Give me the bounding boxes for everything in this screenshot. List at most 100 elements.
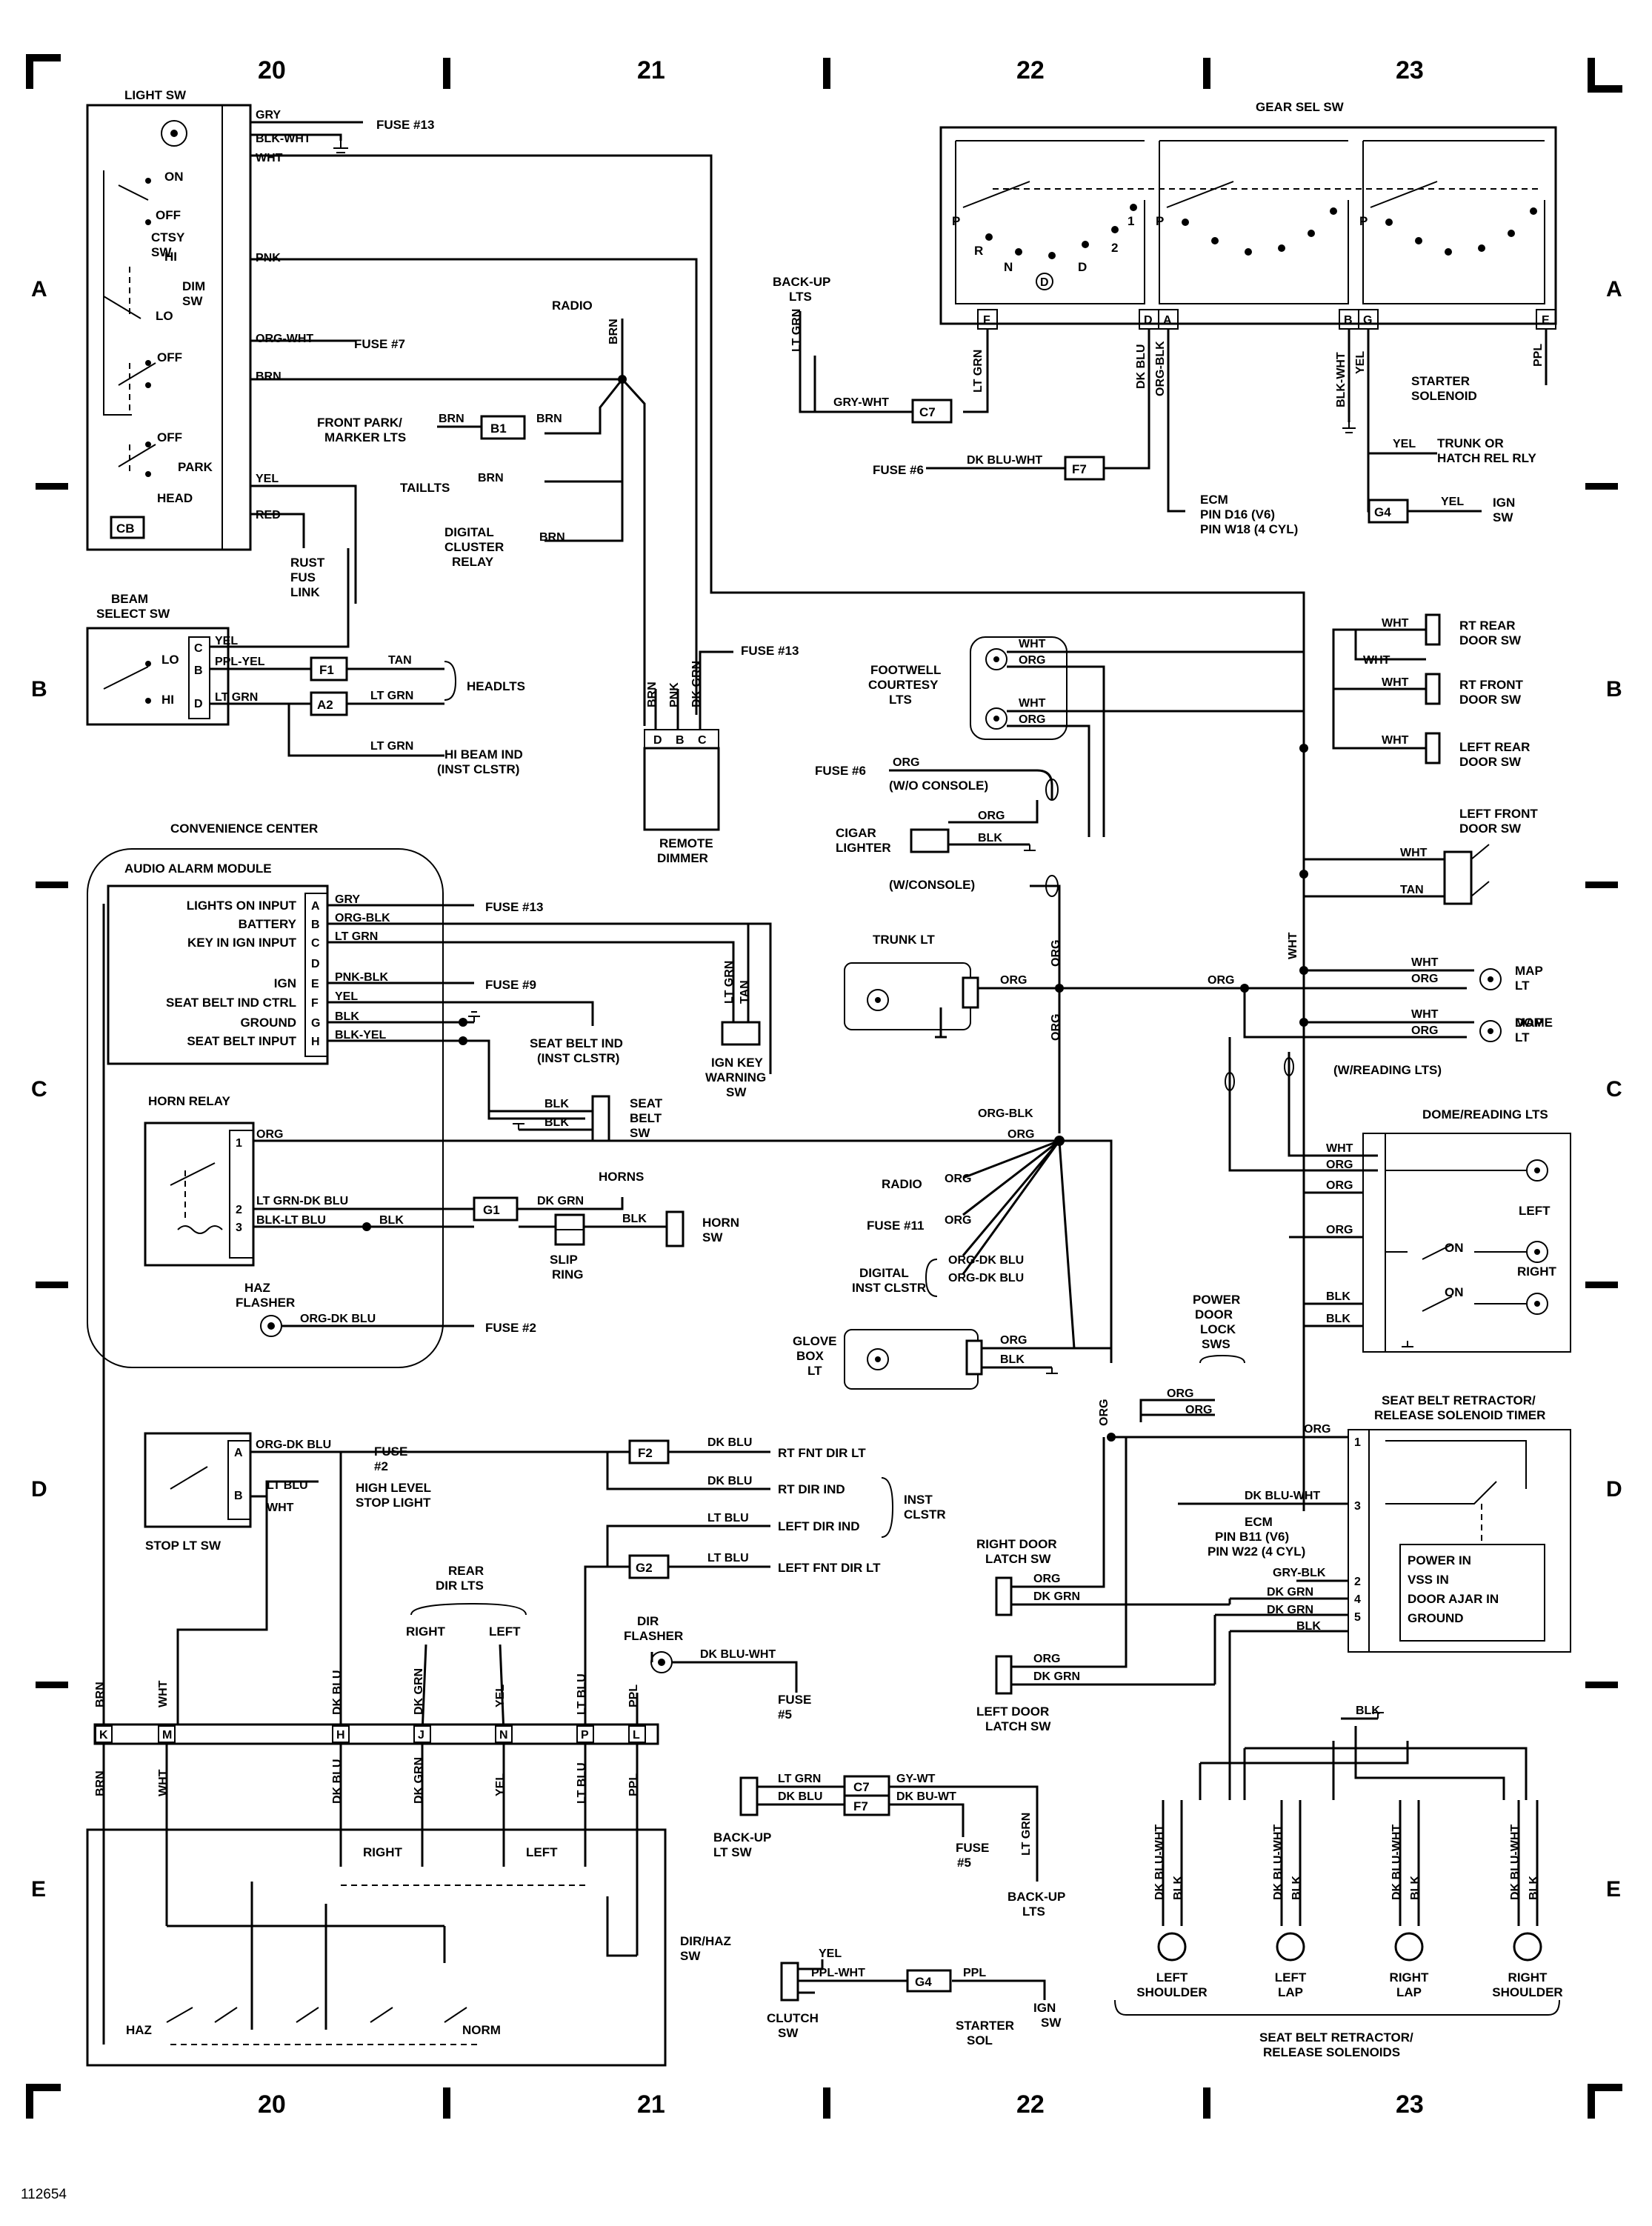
svg-text:FUSE #9: FUSE #9	[485, 978, 536, 992]
solenoid-label: SHOULDER	[1136, 1985, 1207, 1999]
svg-text:P: P	[952, 214, 960, 228]
svg-text:INST: INST	[904, 1493, 933, 1507]
svg-text:B: B	[1606, 677, 1622, 702]
svg-text:ORG: ORG	[1033, 1653, 1060, 1665]
dir-haz-pin: K	[99, 1729, 108, 1742]
svg-text:BEAM: BEAM	[111, 592, 148, 606]
svg-text:PNK: PNK	[256, 252, 281, 264]
svg-text:ORG-WHT: ORG-WHT	[256, 333, 313, 345]
svg-text:DK GRN: DK GRN	[413, 1668, 425, 1715]
svg-text:DOME: DOME	[1515, 1016, 1553, 1030]
solenoid-wire: DK BLU-WHT	[1509, 1825, 1522, 1900]
alarm-pin-id: G	[311, 1017, 320, 1030]
svg-text:ORG: ORG	[1019, 713, 1045, 726]
svg-text:ORG: ORG	[1208, 974, 1234, 987]
svg-text:2: 2	[236, 1204, 242, 1216]
svg-text:BLK-WHT: BLK-WHT	[256, 133, 311, 145]
svg-text:P: P	[1359, 214, 1368, 228]
dir-haz-pin-box	[95, 1725, 113, 1743]
grid-col-22: 22	[1016, 56, 1045, 84]
svg-text:DK BLU-WHT: DK BLU-WHT	[1245, 1490, 1320, 1502]
svg-text:CIGAR: CIGAR	[836, 826, 876, 840]
svg-text:SOLENOID: SOLENOID	[1411, 389, 1477, 403]
svg-text:RUST: RUST	[290, 556, 325, 570]
svg-text:HORN RELAY: HORN RELAY	[148, 1094, 230, 1108]
svg-text:D: D	[1040, 276, 1049, 289]
svg-text:E: E	[1542, 314, 1550, 327]
svg-text:WHT: WHT	[157, 1680, 170, 1707]
svg-text:FLASHER: FLASHER	[236, 1296, 295, 1310]
light-switch-wires: GRY BLK-WHT WHT PNK ORG-WHT BRN YEL RED …	[250, 109, 1305, 1511]
svg-text:LINK: LINK	[290, 585, 320, 599]
svg-text:ORG-DK BLU: ORG-DK BLU	[300, 1313, 376, 1325]
svg-text:PPL-WHT: PPL-WHT	[811, 1967, 865, 1979]
map-dome-lts: WHT ORG WHT ORG MAP LT MAP DOME LT (W/RE…	[1225, 956, 1553, 1172]
svg-text:LATCH SW: LATCH SW	[985, 1552, 1051, 1566]
stop-lt-switch: A B ORG-DK BLU LT BLU WHT FUSE #2 HIGH L…	[144, 1432, 431, 1733]
svg-text:BLK: BLK	[544, 1098, 569, 1110]
svg-text:BRN: BRN	[439, 413, 464, 425]
svg-text:DK BLU: DK BLU	[1135, 344, 1148, 389]
svg-text:P: P	[1156, 214, 1164, 228]
svg-text:DOOR AJAR IN: DOOR AJAR IN	[1408, 1592, 1499, 1606]
svg-text:PIN W22 (4 CYL): PIN W22 (4 CYL)	[1208, 1544, 1305, 1559]
svg-text:WHT: WHT	[1363, 654, 1390, 667]
svg-text:BLK: BLK	[978, 832, 1002, 844]
svg-text:ECM: ECM	[1245, 1515, 1273, 1529]
svg-text:ORG: ORG	[1000, 974, 1027, 987]
solenoid-coil	[1276, 1932, 1305, 1962]
alarm-pin-wire: YEL	[335, 990, 358, 1003]
seat-belt-timer: SEAT BELT RETRACTOR/ RELEASE SOLENOID TI…	[1178, 1393, 1571, 1653]
svg-text:B: B	[194, 664, 203, 677]
svg-text:DK GRN: DK GRN	[1267, 1604, 1313, 1616]
svg-text:#5: #5	[957, 1856, 971, 1870]
svg-text:ORG: ORG	[1411, 1024, 1438, 1037]
svg-text:PPL: PPL	[1532, 344, 1545, 367]
svg-text:BACK-UP: BACK-UP	[773, 275, 830, 289]
alarm-pin-wire: ORG-BLK	[335, 912, 390, 924]
svg-text:GRY-WHT: GRY-WHT	[833, 396, 889, 409]
svg-text:LT GRN: LT GRN	[778, 1773, 821, 1785]
svg-text:YEL: YEL	[1441, 496, 1464, 508]
svg-text:C: C	[194, 642, 203, 655]
dir-haz-pin: N	[499, 1729, 508, 1742]
svg-text:CB: CB	[116, 521, 135, 536]
dome-reading-lts: DOME/READING LTS WHT ORG ORG ORG BLK BLK…	[1289, 1107, 1571, 1353]
solenoid-coil	[1157, 1932, 1187, 1962]
figure-code: 112654	[21, 2187, 67, 2202]
svg-text:ORG-BLK: ORG-BLK	[1154, 341, 1167, 396]
solenoid-lead	[1280, 1800, 1302, 1926]
trunk-lt: TRUNK LT ORG ORG ORG ORG	[844, 933, 1467, 1041]
alarm-pin-label: GROUND	[240, 1016, 296, 1030]
dir-haz-pin-box	[332, 1725, 350, 1743]
svg-text:#5: #5	[778, 1707, 792, 1722]
svg-text:WHT: WHT	[1411, 1008, 1439, 1021]
grid-col-21: 21	[637, 56, 665, 84]
svg-text:BRN: BRN	[536, 413, 562, 425]
svg-text:C: C	[698, 734, 707, 747]
svg-text:DK GRN: DK GRN	[537, 1195, 584, 1207]
svg-text:TAILLTS: TAILLTS	[400, 481, 450, 495]
svg-text:HEADLTS: HEADLTS	[467, 679, 525, 693]
svg-text:A: A	[31, 277, 47, 301]
dir-haz-pin: P	[581, 1729, 589, 1742]
svg-text:YEL: YEL	[1393, 438, 1416, 450]
svg-text:D: D	[1078, 260, 1087, 274]
svg-text:LEFT: LEFT	[489, 1624, 521, 1639]
svg-text:PIN B11 (V6): PIN B11 (V6)	[1215, 1530, 1289, 1544]
svg-text:SW: SW	[630, 1126, 650, 1140]
solenoid-label: LAP	[1396, 1985, 1422, 1999]
svg-text:ORG: ORG	[1185, 1404, 1212, 1416]
svg-text:GLOVE: GLOVE	[793, 1334, 837, 1348]
ign-key-warning-switch: LT GRN TAN IGN KEY WARNING SW	[705, 924, 766, 1099]
svg-text:FUSE #13: FUSE #13	[485, 900, 543, 914]
svg-text:BACK-UP: BACK-UP	[1007, 1890, 1065, 1904]
svg-text:HAZ: HAZ	[126, 2023, 152, 2037]
svg-text:ORG: ORG	[1050, 940, 1062, 967]
svg-text:ORG: ORG	[1411, 973, 1438, 985]
svg-text:WHT: WHT	[267, 1502, 294, 1514]
svg-text:F1: F1	[319, 663, 334, 677]
grid-col-23-bottom: 23	[1396, 2090, 1424, 2119]
